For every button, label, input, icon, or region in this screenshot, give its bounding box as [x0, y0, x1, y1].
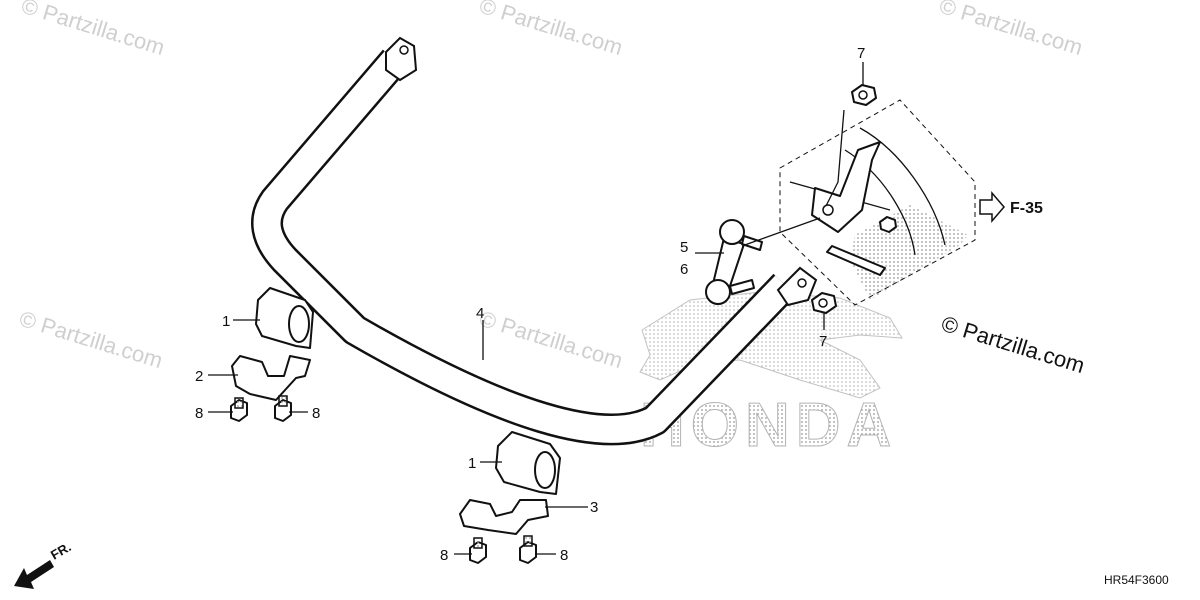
bushing-hole — [288, 305, 310, 343]
watermark-layer: © Partzilla.com © Partzilla.com © Partzi… — [17, 0, 1086, 373]
stabilizer-link — [705, 219, 763, 305]
holder-lower — [459, 499, 549, 535]
callout-8b: 8 — [312, 405, 320, 422]
link-lower-stud — [729, 279, 755, 295]
leader-link-to-bracket — [741, 217, 821, 247]
callout-3: 3 — [590, 499, 598, 516]
bolt-b — [274, 395, 292, 422]
callout-8d: 8 — [560, 547, 568, 564]
bolt-d — [519, 535, 537, 564]
stabilizer-bar — [251, 36, 818, 446]
nut-top — [851, 84, 877, 106]
bushing-lower — [495, 431, 561, 495]
callout-8a: 8 — [195, 405, 203, 422]
dashed-outline — [779, 99, 976, 306]
nut-hole — [858, 90, 868, 100]
bolt-c — [469, 537, 487, 564]
front-label: FR. — [48, 539, 74, 562]
bolt-thread — [473, 537, 483, 549]
callout-4: 4 — [476, 305, 484, 322]
watermark-5: © Partzilla.com — [477, 306, 626, 373]
callout-7-bottom: 7 — [819, 333, 827, 350]
bolt-thread — [278, 395, 288, 407]
leader-lines — [208, 62, 864, 555]
callout-2: 2 — [195, 368, 203, 385]
callout-6: 6 — [680, 261, 688, 278]
callout-1-bottom: 1 — [468, 455, 476, 472]
diagram-code: HR54F3600 — [1104, 573, 1169, 587]
holder-upper — [231, 355, 311, 401]
callout-7-top: 7 — [857, 45, 865, 62]
bracket-hole — [822, 204, 834, 216]
holder-icon — [231, 355, 311, 401]
front-arrow-icon — [14, 560, 54, 589]
watermark-2: © Partzilla.com — [477, 0, 626, 60]
bar-right-end — [776, 266, 818, 307]
nut-hole — [818, 298, 828, 308]
leader-7-top-to-bracket — [825, 109, 845, 207]
callout-numbers: 1 2 8 8 4 1 3 8 8 5 6 7 7 — [195, 45, 865, 564]
copyright-notice: © Partzilla.com — [939, 311, 1088, 378]
frame-nut — [879, 216, 897, 233]
front-marker: FR. — [14, 539, 74, 589]
nut-bottom — [811, 292, 837, 314]
watermark-4: © Partzilla.com — [17, 306, 166, 373]
bushing-upper — [255, 287, 314, 349]
frame-strut — [826, 245, 886, 276]
frame-curve-1 — [859, 127, 946, 246]
holder-icon — [459, 499, 549, 535]
bolt-thread — [523, 535, 533, 547]
watermark-1: © Partzilla.com — [19, 0, 168, 60]
bar-top-end — [385, 36, 418, 82]
frame-bracket — [811, 141, 881, 233]
link-upper-ball-joint — [719, 219, 745, 245]
callout-5: 5 — [680, 239, 688, 256]
watermark-3: © Partzilla.com — [937, 0, 1086, 60]
frame-reference-box — [779, 99, 976, 306]
f35-reference: F-35 — [979, 190, 1043, 224]
callout-8c: 8 — [440, 547, 448, 564]
reference-arrow-icon — [979, 190, 1005, 224]
bolt-a — [230, 397, 248, 422]
bar-top-hole — [399, 45, 409, 55]
bar-right-hole — [797, 278, 807, 288]
bolt-thread — [234, 397, 244, 409]
frame-shading — [850, 205, 968, 300]
bushing-hole — [534, 451, 556, 489]
link-lower-ball-joint — [705, 279, 731, 305]
reference-label: F-35 — [1010, 200, 1043, 217]
callout-1-top: 1 — [222, 313, 230, 330]
stabilizer-bar-fill — [253, 51, 795, 443]
